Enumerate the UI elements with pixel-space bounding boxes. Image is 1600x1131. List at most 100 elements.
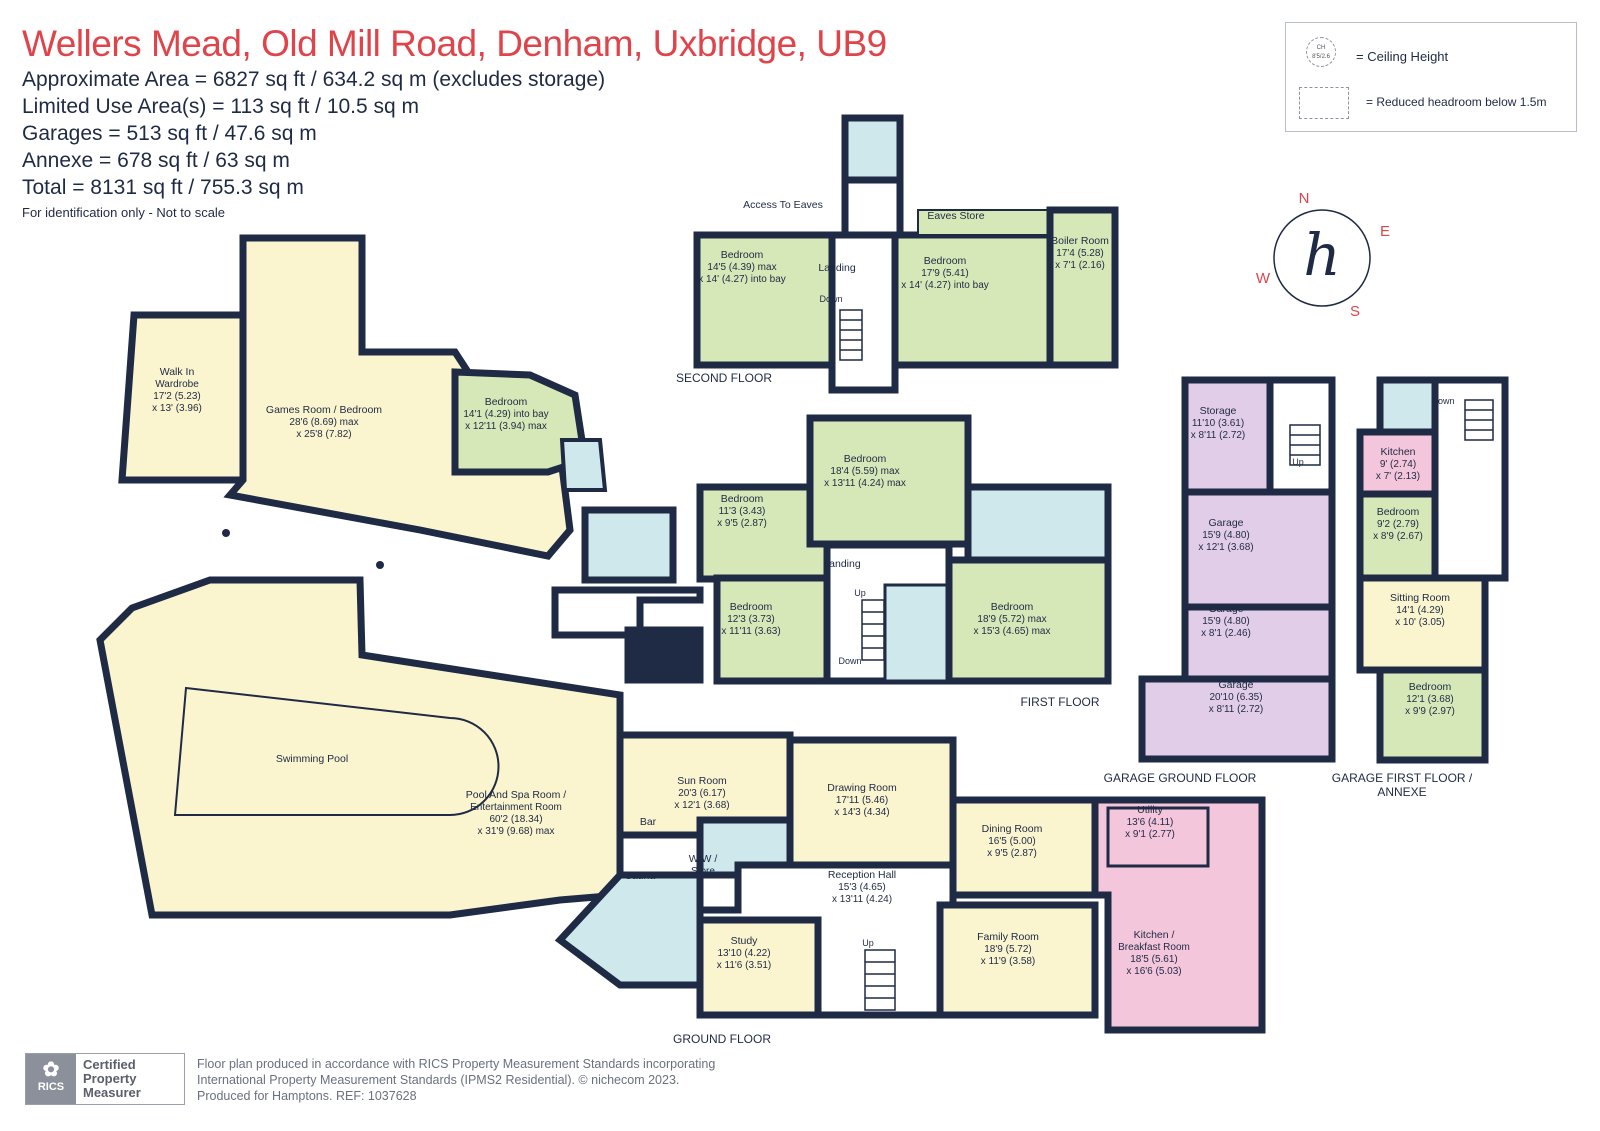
ff-bathroom-1 [581, 506, 677, 584]
boiler-room-label-1: 17'4 (5.28) [1056, 248, 1104, 259]
sun-room-label-2: x 12'1 (3.68) [674, 800, 729, 811]
garage-staircase [1289, 424, 1321, 466]
wiw-store-label-1: Store [691, 866, 715, 877]
sf-staircase [839, 309, 863, 361]
annexe-staircase [1464, 399, 1494, 441]
footnote: Floor plan produced in accordance with R… [197, 1056, 715, 1104]
study-label-0: Study [731, 935, 759, 947]
walk-in-wardrobe-label-1: Wardrobe [155, 379, 199, 390]
annexe-bathroom [1376, 376, 1439, 436]
kitchen-breakfast-label-2: 18'5 (5.61) [1130, 954, 1178, 965]
family-room-label-0: Family Room [977, 931, 1039, 943]
storage-label-2: x 8'11 (2.72) [1191, 430, 1246, 441]
ff-bedroom-2-label-1: 18'4 (5.59) max [830, 466, 899, 477]
total-area: Total = 8131 sq ft / 755.3 sq m [22, 176, 304, 199]
annexe-bedroom-1-label-2: x 8'9 (2.67) [1373, 531, 1423, 542]
ff-bedroom-1-label-0: Bedroom [721, 493, 764, 505]
sauna-label-0: Sauna [625, 870, 656, 882]
gf-staircase [864, 949, 896, 1011]
ff-bedroom-2-label-2: x 13'11 (4.24) max [824, 478, 906, 489]
footnote-line-1: Floor plan produced in accordance with R… [197, 1057, 716, 1071]
ff-bedroom-1-label-2: x 9'5 (2.87) [717, 518, 767, 529]
rics-badge: ✿ RICS Certified Property Measurer [25, 1053, 185, 1105]
footnote-line-3: Produced for Hamptons. REF: 1037628 [197, 1089, 417, 1103]
garage-3-label-1: 20'10 (6.35) [1209, 692, 1262, 703]
garage-2-label-1: 15'9 (4.80) [1202, 616, 1250, 627]
garages-area: Garages = 513 sq ft / 47.6 sq m [22, 122, 317, 145]
annexe-bedroom-2-room [1376, 666, 1489, 764]
floor-label-second-0: SECOND FLOOR [676, 371, 772, 385]
walk-in-wardrobe-label-0: Walk In [160, 366, 195, 378]
compass-s: S [1350, 303, 1360, 320]
property-title: Wellers Mead, Old Mill Road, Denham, Uxb… [22, 23, 887, 64]
sauna-room [554, 871, 704, 989]
reception-hall-label-1: 15'3 (4.65) [838, 882, 886, 893]
drawing-room-label-2: x 14'3 (4.34) [834, 807, 889, 818]
ff-bedroom-3-label-1: 12'3 (3.73) [727, 614, 775, 625]
reception-hall-label-0: Reception Hall [828, 869, 896, 881]
identification-note: For identification only - Not to scale [22, 205, 226, 220]
ff-bedroom-3-label-0: Bedroom [730, 601, 773, 613]
reduced-headroom-icon [1299, 87, 1349, 119]
garage-3-room [1138, 675, 1336, 763]
boiler-room-label-0: Boiler Room [1051, 235, 1109, 247]
eaves-store-room [917, 209, 1049, 236]
games-room-label-2: x 25'8 (7.82) [296, 429, 351, 440]
sun-room-label-0: Sun Room [677, 775, 727, 787]
reception-hall-label-2: x 13'11 (4.24) [832, 894, 892, 905]
garage-1-label-0: Garage [1208, 517, 1243, 529]
floor-label-first-0: FIRST FLOOR [1020, 695, 1099, 709]
ff-link-corridor [551, 586, 704, 639]
rics-logo: ✿ RICS [26, 1054, 76, 1104]
games-room-label-0: Games Room / Bedroom [266, 404, 382, 416]
ff-bedroom-3-label-2: x 11'11 (3.63) [721, 626, 780, 637]
utility-label-1: 13'6 (4.11) [1127, 817, 1174, 828]
dining-room-label-1: 16'5 (5.00) [988, 836, 1036, 847]
annexe-sitting-label-1: 14'1 (4.29) [1396, 605, 1444, 616]
wiw-store-room [696, 871, 742, 914]
family-room-room [936, 901, 1099, 1019]
annexe-area: Annexe = 678 sq ft / 63 sq m [22, 149, 290, 172]
compass-glyph: h [1303, 221, 1340, 289]
drawing-room-label-0: Drawing Room [827, 782, 897, 794]
sf-bedroom-1-label-2: x 14' (4.27) into bay [698, 274, 786, 285]
terrace-dot-1 [222, 529, 230, 537]
ceiling-height-label: = Ceiling Height [1356, 49, 1449, 64]
stairs [839, 309, 1494, 1011]
rics-short: RICS [37, 1081, 65, 1093]
ground-floor-main [696, 736, 1266, 1034]
study-label-1: 13'10 (4.22) [717, 948, 770, 959]
family-room-label-2: x 11'9 (3.58) [981, 956, 1036, 967]
annexe-kitchen-room [1356, 428, 1439, 498]
annexe-bedroom-1-label-1: 9'2 (2.79) [1377, 519, 1419, 530]
sf-bedroom-2-label-2: x 14' (4.27) into bay [901, 280, 989, 291]
pool-spa-room-room [96, 576, 624, 919]
ff-dark-void [624, 626, 704, 684]
annexe-kitchen-label-0: Kitchen [1380, 446, 1415, 458]
stair-up-label-1: Up [854, 588, 866, 598]
sf-landing-room [828, 231, 899, 394]
sf-bedroom-2-room [891, 231, 1054, 369]
footnote-line-2: International Property Measurement Stand… [197, 1073, 680, 1087]
second-floor [693, 114, 1119, 394]
utility-label-0: Utility [1137, 804, 1163, 816]
pool-spa-room-label-3: x 31'9 (9.68) max [478, 826, 555, 837]
garage-3-label-0: Garage [1218, 679, 1253, 691]
pool-spa-room-label-1: Entertainment Room [470, 802, 562, 813]
annexe-sitting-label-0: Sitting Room [1390, 592, 1450, 604]
study-room [696, 916, 822, 1019]
sf-bedroom-1-room [693, 231, 836, 369]
walk-in-wardrobe-label-3: x 13' (3.96) [152, 403, 202, 414]
pool-hall [96, 576, 794, 989]
garage-stair-room [1266, 376, 1336, 496]
access-eaves-label-0: Access To Eaves [743, 199, 823, 211]
sun-room-label-1: 20'3 (6.17) [678, 788, 726, 799]
ff-bedroom-4-label-2: x 15'3 (4.65) max [974, 626, 1051, 637]
approximate-area: Approximate Area = 6827 sq ft / 634.2 sq… [22, 68, 606, 91]
kitchen-breakfast-label-0: Kitchen / [1134, 929, 1175, 941]
swimming-pool-basin [173, 686, 500, 816]
